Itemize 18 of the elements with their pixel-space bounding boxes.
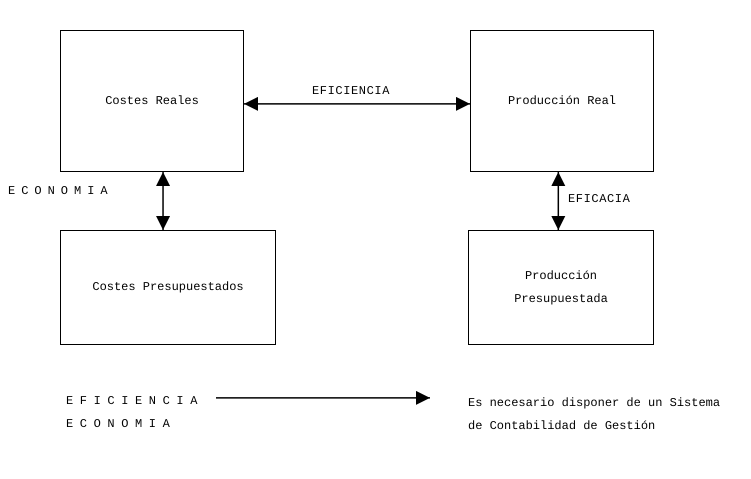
box-text: Costes Presupuestados xyxy=(91,279,245,296)
double-arrow xyxy=(216,390,430,405)
edge-label: ECONOMIA xyxy=(8,183,114,200)
box-text: Producción Real xyxy=(506,92,618,110)
double-arrow xyxy=(244,96,470,111)
box-text: Costes Reales xyxy=(104,92,200,110)
double-arrow xyxy=(156,172,170,230)
double-arrow xyxy=(551,172,566,230)
note-text: Es necesario disponer de un Sistema de Contabilidad de Gestión xyxy=(468,395,722,435)
note-text: ECONOMIA xyxy=(66,416,176,433)
box-text: Producción Presupuestada xyxy=(513,268,609,308)
note-text: EFICIENCIA xyxy=(66,393,204,410)
process-box xyxy=(60,30,244,172)
process-box xyxy=(468,230,654,345)
edge-label: EFICACIA xyxy=(568,191,630,208)
process-box xyxy=(60,230,276,345)
process-box xyxy=(470,30,654,172)
edge-label: EFICIENCIA xyxy=(312,83,390,100)
